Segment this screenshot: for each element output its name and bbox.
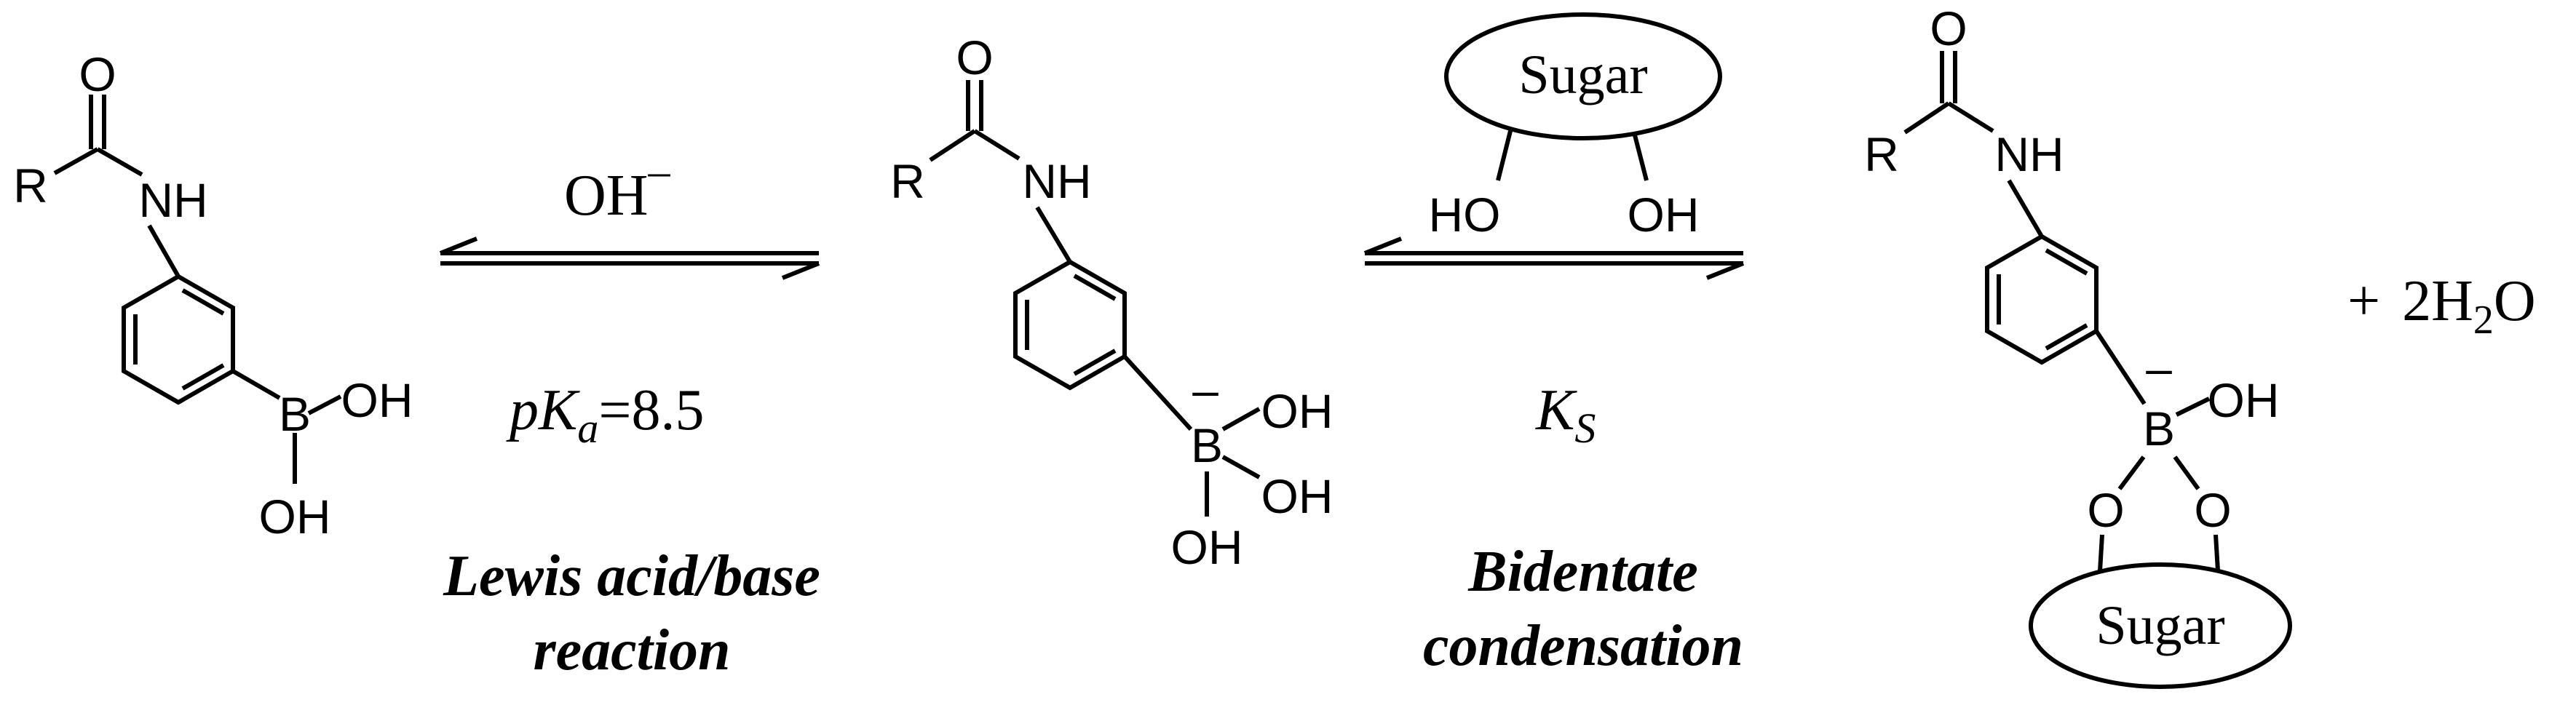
molecule-boronate-ester: O R NH – B OH O O Sugar	[1864, 1, 2292, 689]
step-lewis-acid-base: OH– pKa=8.5 Lewis acid/base reaction	[439, 147, 820, 682]
carbonyl-oxygen: O	[1930, 1, 1967, 55]
boronate-charge: –	[1192, 364, 1218, 416]
ring-oxygen-right: O	[2194, 483, 2231, 537]
caption-bidentate-line1: Bidentate	[1467, 540, 1698, 604]
ks-label: KS	[1535, 378, 1596, 452]
caption-lewis-line2: reaction	[533, 618, 730, 682]
benzene-ring	[122, 274, 235, 405]
sugar-ellipse	[2029, 562, 2292, 689]
boron-atom: B	[1191, 418, 1223, 472]
benzene-ring	[1985, 234, 2099, 365]
bond-ring-b	[231, 369, 281, 400]
boron-atom: B	[279, 387, 311, 441]
sugar-label: Sugar	[2096, 595, 2224, 656]
boron-atom: B	[2143, 402, 2175, 455]
r-group: R	[13, 159, 48, 212]
carbonyl-oxygen: O	[956, 31, 993, 84]
ring-oxygen-left: O	[2087, 483, 2124, 537]
ring-double-3	[2045, 248, 2088, 276]
amide-nh: NH	[1994, 127, 2064, 181]
ring-double-2	[2045, 323, 2088, 351]
bond-o-sugar-left	[2098, 534, 2104, 572]
hydroxyl-lower: OH	[1171, 520, 1243, 574]
hydroxyl-upper: OH	[341, 373, 413, 427]
r-group: R	[1864, 127, 1899, 181]
bond-b-oh-upper	[307, 394, 342, 415]
bond-c-n	[973, 129, 1021, 161]
water-byproduct-text: +2H2O	[2347, 269, 2536, 343]
molecule-boronate-anion: O R NH – B OH OH OH	[890, 31, 1333, 574]
byproduct-water: +2H2O	[2347, 269, 2536, 343]
bond-r-c	[929, 129, 976, 162]
hydroxyl-middle: OH	[1261, 469, 1333, 523]
hydroxyl: OH	[2208, 373, 2280, 427]
bond-ring-b	[1122, 354, 1193, 431]
ring-double-2	[1073, 348, 1117, 376]
diol-oh-right: OH	[1628, 188, 1700, 242]
bond-b-oh-upper	[1221, 407, 1261, 431]
sugar-bond-right	[1632, 132, 1649, 181]
ring-double-3	[181, 288, 225, 316]
hydroxyl-upper: OH	[1261, 384, 1333, 438]
equilibrium-arrow-1	[439, 236, 820, 280]
diol-ho-left: HO	[1429, 188, 1501, 242]
bond-n-ring	[147, 224, 181, 278]
bond-o-sugar-right	[2214, 534, 2220, 572]
bond-ring-b	[2094, 330, 2147, 405]
caption-lewis-line1: Lewis acid/base	[443, 544, 820, 608]
bond-b-oh-middle	[1221, 455, 1261, 479]
amide-nh: NH	[1022, 154, 1091, 208]
bond-c-n	[96, 147, 143, 177]
carbonyl-oxygen: O	[79, 47, 116, 101]
bond-b-o-left	[2117, 455, 2146, 490]
boronate-charge: –	[2146, 342, 2172, 394]
molecule-boronic-acid: O R NH B OH OH	[13, 47, 413, 543]
bond-n-ring	[2007, 179, 2044, 238]
pka-label: pKa=8.5	[506, 378, 704, 452]
caption-bidentate-line2: condensation	[1423, 614, 1743, 678]
bond-b-o-right	[2173, 455, 2200, 490]
equilibrium-arrow-2	[1363, 236, 1745, 280]
amide-nh: NH	[138, 173, 207, 227]
hydroxide-reagent: OH–	[564, 147, 671, 228]
bond-n-ring	[1035, 206, 1072, 263]
ring-double-3	[1073, 274, 1117, 301]
hydroxyl-lower: OH	[259, 490, 331, 543]
bond-b-oh	[2175, 397, 2211, 417]
sugar-bond-left	[1496, 130, 1513, 181]
r-group: R	[890, 154, 925, 208]
step-bidentate-condensation: Sugar HO OH KS Bidentate condensation	[1363, 12, 1745, 678]
benzene-ring	[1013, 259, 1127, 391]
bond-r-c	[53, 147, 99, 175]
sugar-diol-label: Sugar	[1518, 44, 1647, 105]
bond-c-n	[1947, 101, 1994, 133]
sugar-diol-ellipse	[1444, 12, 1722, 140]
bond-r-c	[1903, 101, 1950, 135]
ring-double-2	[181, 363, 225, 391]
